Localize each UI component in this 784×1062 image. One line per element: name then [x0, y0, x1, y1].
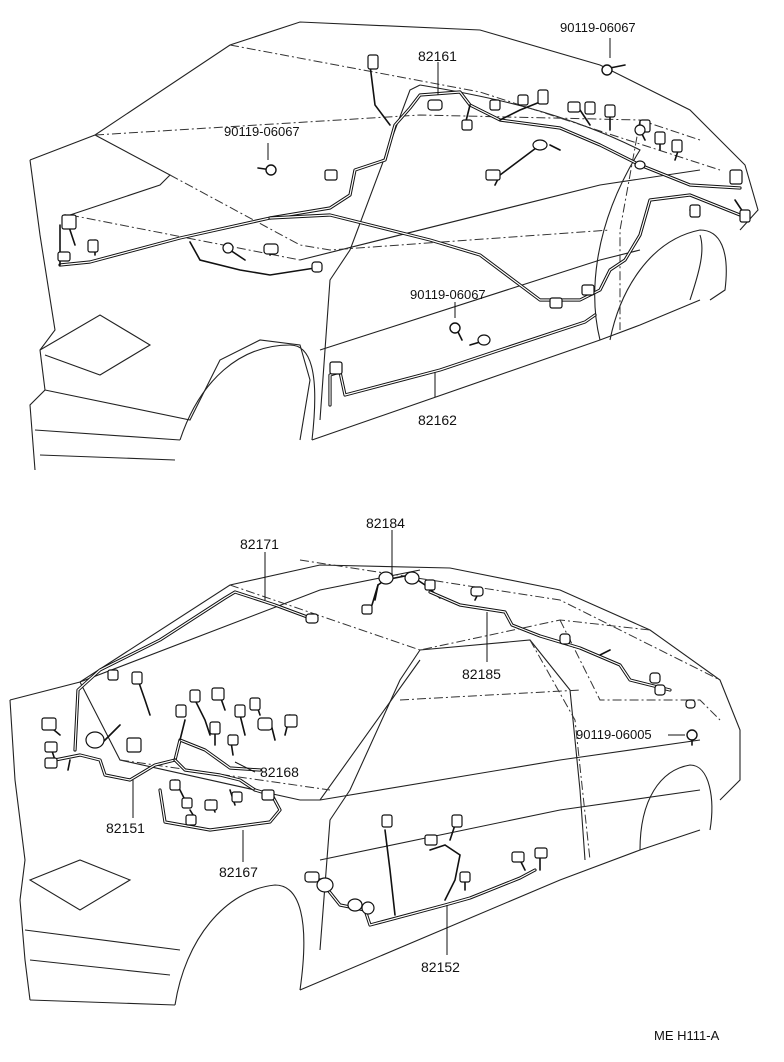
bolt-number-rear: 90119-06005: [576, 727, 652, 742]
lower-car-body-outline: [9, 559, 741, 1006]
figure-code: ME H111-A: [654, 1028, 720, 1043]
harness-82167: [158, 779, 282, 832]
bolt-icon: [686, 729, 698, 746]
upper-car-view: 82161 82162 90119-06067 90119-06067 9011…: [29, 20, 759, 471]
part-number-82168: 82168: [260, 764, 299, 780]
harness-82171: [73, 590, 319, 752]
harness-82152: [304, 814, 548, 927]
harness-82162: [328, 313, 597, 407]
upper-car-body-outline: [29, 21, 759, 471]
part-number-82167: 82167: [219, 864, 258, 880]
bolt-icon: [257, 64, 626, 341]
harness-82185: [428, 586, 696, 709]
harness-82184: [361, 571, 441, 615]
part-number-82162: 82162: [418, 412, 457, 428]
harness-82161: [57, 54, 751, 309]
lower-leader-lines: [132, 530, 685, 955]
harness-82151-82168: [41, 669, 298, 792]
part-number-82152: 82152: [421, 959, 460, 975]
part-number-82151: 82151: [106, 820, 145, 836]
lower-car-view: 82171 82184 82185 82168 82151 82167 8215…: [9, 515, 741, 1006]
upper-leader-lines: [267, 38, 611, 397]
bolt-number-center: 90119-06067: [410, 287, 486, 302]
bolt-number-top-right: 90119-06067: [560, 20, 636, 35]
part-number-82161: 82161: [418, 48, 457, 64]
part-number-82184: 82184: [366, 515, 405, 531]
bolt-number-left: 90119-06067: [224, 124, 300, 139]
part-number-82171: 82171: [240, 536, 279, 552]
part-number-82185: 82185: [462, 666, 501, 682]
